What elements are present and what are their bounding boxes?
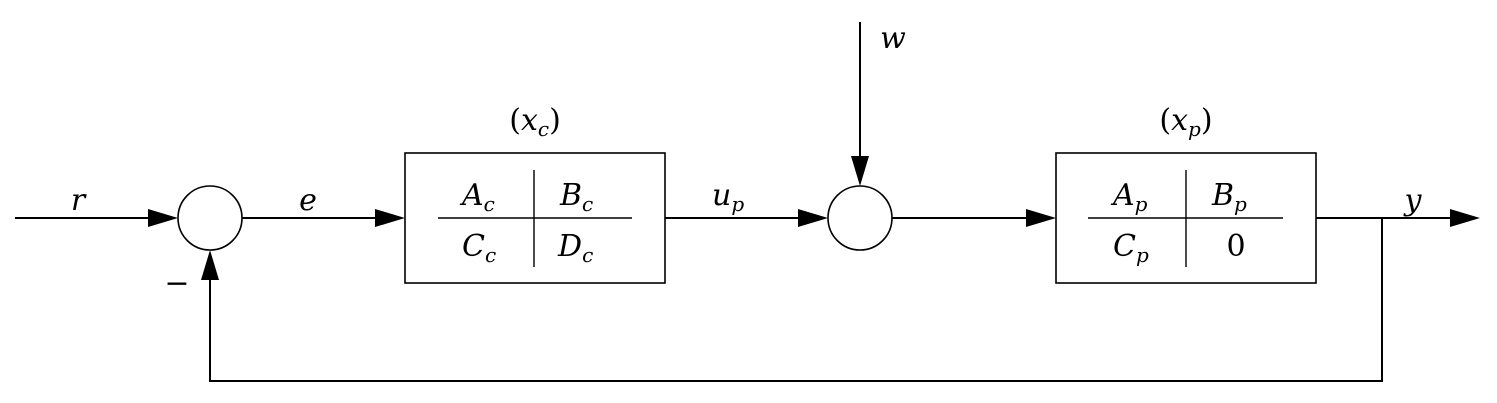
minus-sign: − [164, 266, 189, 301]
summing-junction-1 [177, 185, 243, 251]
up-label: up [712, 178, 744, 216]
summing-junction-2 [827, 185, 893, 251]
plant-D: 0 [1226, 229, 1245, 264]
plant-state-label: (xp) [1159, 103, 1212, 141]
w-label: w [880, 21, 906, 56]
y-arrowhead [1450, 209, 1480, 227]
r-arrowhead [148, 209, 178, 227]
w-arrowhead [851, 156, 869, 186]
plant-input-arrowhead [1026, 209, 1056, 227]
controller-B: Bc [559, 178, 593, 216]
feedback-arrowhead [201, 250, 219, 280]
r-label: r [71, 183, 87, 218]
plant-B: Bp [1211, 178, 1247, 216]
controller-state-label: (xc) [509, 103, 561, 141]
feedback-path [209, 218, 1383, 382]
e-label: e [299, 183, 317, 218]
controller-A: Ac [459, 178, 495, 216]
plant-A: Ap [1110, 178, 1148, 216]
controller-D: Dc [557, 229, 593, 267]
e-arrowhead [375, 209, 405, 227]
plant-C: Cp [1113, 229, 1149, 267]
y-label: y [1403, 183, 1423, 218]
up-arrowhead [798, 209, 828, 227]
controller-C: Cc [462, 229, 496, 267]
